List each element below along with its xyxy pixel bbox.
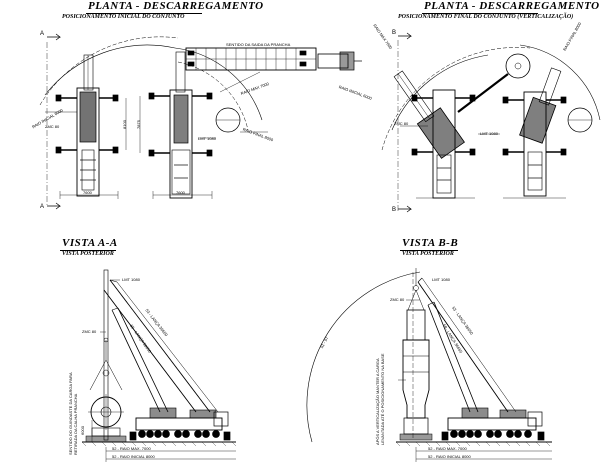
view-b-bottom-note-2: 52 - RAIO INICIAL 8000 [428,454,471,459]
view-b-lmt-note: LMT 1080 [432,277,450,282]
view-b-title-underline [400,250,458,251]
crane-2-carrier [169,89,193,199]
section-arrow-b-bottom [398,205,413,213]
plan-initial-title-underline [86,13,202,14]
view-b-zmc-note: ZMC 80 [390,297,405,302]
lmt-note-final: LMT 1080 [480,131,498,136]
view-b-title: VISTA B-B [402,237,459,249]
zmc-note-final: ZMC 80 [394,121,409,126]
crane-4-carrier [523,91,547,197]
view-a-subtitle: VISTA POSTERIOR [62,251,114,257]
view-a-bottom-note-2: 52 - RAIO INICIAL 8000 [112,454,155,459]
view-b-load [399,309,433,441]
lmt-note-initial: LMT 1080 [198,136,216,141]
view-a-drawing [81,269,237,462]
swing-arc-initial [44,44,176,96]
view-b-bottom-note-1: 52 - RAIO MAX. 7000 [428,446,467,451]
dim-side-2: 7875 [135,120,141,129]
section-label-b-bottom: B [392,207,397,213]
plan-final-subtitle: POSICIONAMENTO FINAL DO CONJUNTO (VERTIC… [398,14,574,20]
view-a-title: VISTA A-A [62,237,118,249]
section-label-b-top: B [392,30,397,36]
dim-width: 7600 [83,190,92,195]
final-swing-arc-3 [519,44,601,121]
view-b-crane-carrier [441,407,545,441]
plan-initial-drawing [39,33,362,210]
zmc-note-initial: ZMC 80 [45,124,60,129]
load-circle-final [505,53,531,79]
view-a-zmc-note: ZMC 80 [82,329,97,334]
view-a-side-note: SENTIDO DO GUINDASTE DA CARGA PARA RETIR… [68,372,78,455]
section-arrow-a-top [47,33,62,41]
view-b-subtitle: VISTA POSTERIOR [402,251,454,257]
section-arrow-b-top [398,32,413,40]
plan-initial-title: PLANTA - DESCARREGAMENTO [88,0,264,12]
view-b-swing-arc [306,271,421,443]
view-b-drawing [306,268,552,462]
plan-final-title: PLANTA - DESCARREGAMENTO [424,0,600,12]
dim-side: 8100 [121,120,127,129]
view-a-dim-height: 6000 [79,426,85,435]
plan-initial-subtitle: POSICIONAMENTO INICIAL DO CONJUNTO [62,14,185,20]
view-a-lmt-note: LMT 1080 [122,277,140,282]
view-a-bottom-note-1: 52 - RAIO MAX. 7000 [112,446,151,451]
section-label-a-top: A [40,31,45,37]
view-b-side-note: APÓS A VERTICALIZAÇÃO MANTER A CARGA LEV… [375,353,385,445]
truck-tractor [317,53,349,69]
direction-note: SENTIDO DA SAIDA DA PRANCHA [226,42,291,47]
final-swing-arc-1 [391,54,489,131]
dim-bottom: 7600 [176,190,185,195]
plan-final-title-underline [422,13,538,14]
plan-final-drawing [381,32,601,213]
view-a-crane-carrier [129,407,231,441]
view-a-mast [103,269,109,441]
swing-arc-max [39,36,179,106]
view-a-title-underline [60,250,116,251]
section-label-a-bottom: A [40,204,45,210]
section-arrow-a-bottom [47,202,62,210]
final-swing-arc-2 [381,47,531,151]
